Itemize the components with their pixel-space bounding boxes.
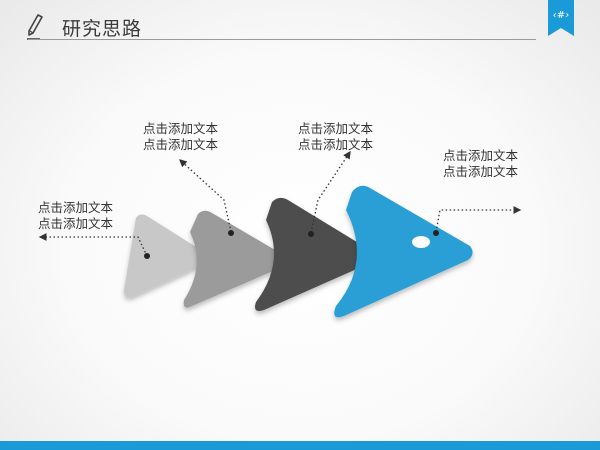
callout-4-line-1: 点击添加文本	[443, 148, 519, 163]
connector-line-2	[179, 159, 232, 233]
callout-text-1[interactable]: 点击添加文本 点击添加文本	[38, 200, 113, 232]
page-title: 研究思路	[62, 18, 143, 40]
callout-text-4[interactable]: 点击添加文本 点击添加文本	[443, 148, 518, 180]
callout-text-2[interactable]: 点击添加文本 点击添加文本	[143, 121, 218, 153]
callout-2-line-2: 点击添加文本	[143, 137, 219, 152]
slide-number: ‹#›	[552, 10, 570, 21]
callout-3-line-1: 点击添加文本	[298, 121, 374, 136]
process-arrow-4	[334, 185, 473, 318]
callout-1-line-1: 点击添加文本	[38, 200, 114, 215]
process-arrow-3	[255, 197, 373, 311]
callout-2-line-1: 点击添加文本	[143, 121, 219, 136]
callout-text-3[interactable]: 点击添加文本 点击添加文本	[298, 121, 373, 153]
slide-number-badge	[548, 0, 574, 36]
connector-dot-1	[144, 253, 150, 259]
connector-dot-2	[228, 230, 234, 236]
connector-line-4	[435, 206, 522, 233]
connector-dot-3	[308, 231, 314, 237]
process-arrow-2	[183, 210, 285, 308]
title-divider	[28, 39, 536, 40]
callout-1-line-2: 点击添加文本	[38, 216, 114, 231]
callout-3-line-2: 点击添加文本	[298, 137, 374, 152]
connector-dot-4	[433, 230, 439, 236]
callout-4-line-2: 点击添加文本	[443, 164, 519, 179]
connector-line-3	[310, 150, 351, 234]
arrow-highlight-dot	[412, 236, 430, 248]
process-arrow-1	[124, 214, 207, 298]
footer-accent-bar	[0, 441, 600, 450]
connector-line-1	[38, 233, 148, 257]
slide-header: 研究思路 ‹#›	[0, 0, 600, 45]
